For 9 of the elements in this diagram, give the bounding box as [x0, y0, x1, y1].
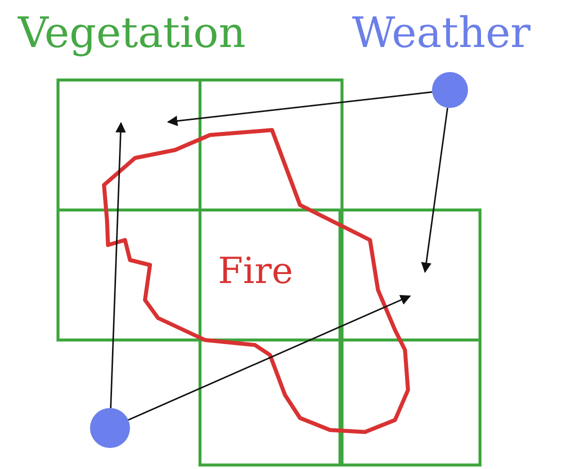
category-label: Weather — [352, 12, 530, 54]
arrow — [110, 122, 126, 408]
area-label: Fire — [218, 254, 294, 290]
arrow — [421, 108, 448, 274]
arrow — [166, 91, 432, 126]
category-label: Vegetation — [18, 12, 246, 54]
dot — [432, 72, 468, 108]
arrow — [128, 295, 411, 421]
dot — [90, 408, 130, 448]
